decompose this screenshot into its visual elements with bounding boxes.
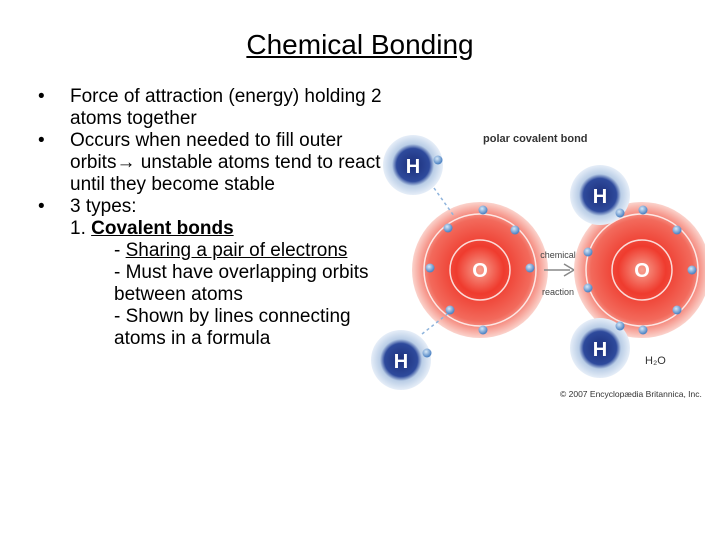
oxygen-atom-left: O: [412, 202, 548, 338]
svg-text:H: H: [593, 339, 607, 361]
bullet-dot: •: [38, 130, 45, 151]
credit-label: © 2007 Encyclopædia Britannica, Inc.: [560, 389, 702, 399]
svg-text:O: O: [472, 260, 488, 282]
bullet-text: 3 types:: [70, 196, 137, 217]
sub-item-prefix: -: [114, 240, 126, 261]
bullet-item: • Force of attraction (energy) holding 2…: [38, 86, 383, 130]
hydrogen-atom-bottom-left: H: [371, 330, 431, 390]
hydrogen-atom-bottom-right: H: [570, 318, 630, 378]
water-molecule-diagram: polar covalent bond O H H chemical react…: [371, 133, 705, 399]
svg-text:O: O: [634, 260, 650, 282]
bullet-text-cont: unstable atoms tend to react until they …: [70, 152, 381, 195]
bullet-item: • 3 types:: [38, 196, 383, 218]
svg-text:H: H: [394, 351, 408, 373]
svg-text:reaction: reaction: [542, 287, 574, 297]
bullet-dot: •: [38, 86, 45, 107]
slide-body: • Force of attraction (energy) holding 2…: [38, 86, 383, 350]
svg-text:chemical: chemical: [540, 250, 576, 260]
bullet-item: • Occurs when needed to fill outer orbit…: [38, 130, 383, 196]
sub-item-text: Sharing a pair of electrons: [125, 240, 348, 261]
bullet-text: Force of attraction (energy) holding 2 a…: [70, 86, 382, 129]
arrow-icon: →: [116, 152, 136, 173]
formula-label: H₂O: [645, 355, 666, 367]
hydrogen-atom-top-right: H: [570, 165, 630, 225]
item-label: Covalent bonds: [91, 218, 234, 239]
sub-item: - Sharing a pair of electrons: [38, 240, 383, 262]
bullet-dot: •: [38, 196, 45, 217]
sub-item: - Must have overlapping orbits between a…: [114, 262, 369, 305]
bullet-text: Occurs when needed to fill outer orbits: [70, 130, 343, 173]
diagram-heading: polar covalent bond: [483, 133, 588, 145]
hydrogen-atom-top-left: H: [383, 135, 443, 195]
item-number: 1.: [70, 218, 92, 239]
electrons: [422, 155, 697, 358]
slide-title: Chemical Bonding: [246, 29, 474, 60]
svg-text:H: H: [593, 186, 607, 208]
svg-text:H: H: [406, 156, 420, 178]
sub-item: - Shown by lines connecting atoms in a f…: [114, 306, 351, 349]
numbered-item: 1. Covalent bonds: [38, 218, 383, 240]
